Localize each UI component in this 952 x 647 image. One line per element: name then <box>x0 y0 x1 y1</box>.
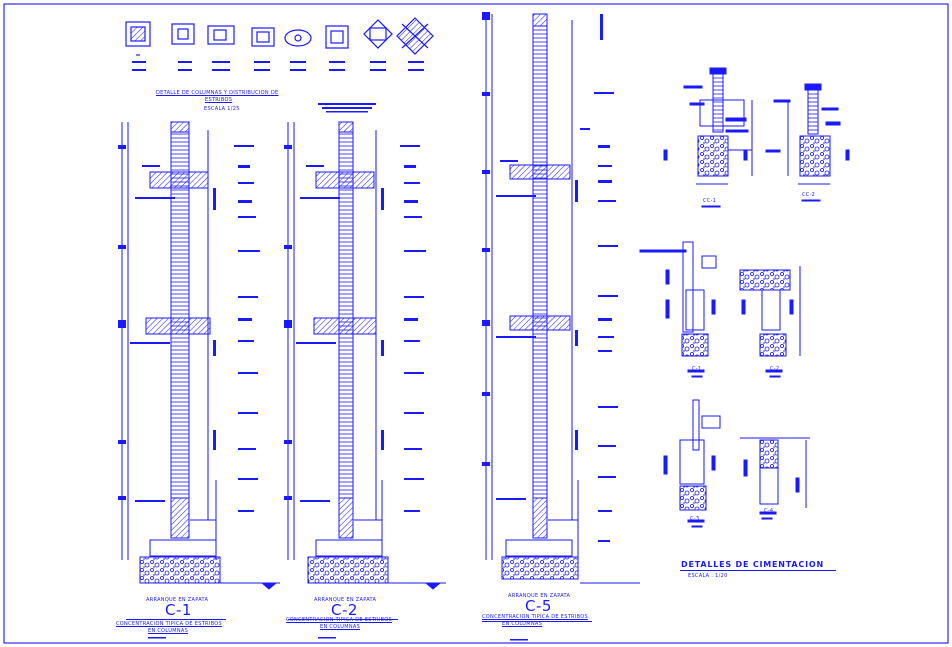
stirrup-icon <box>363 19 393 71</box>
sheet-title: DETALLES DE CIMENTACION <box>681 560 824 569</box>
stirrup-details <box>125 17 434 71</box>
title-underline <box>680 570 836 571</box>
section-lower-c4 <box>740 437 810 520</box>
section-label-c2: C-2 <box>770 366 780 372</box>
column-c5-note-1: CONCENTRACION TIPICA DE ESTRIBOS <box>482 614 588 620</box>
stirrup-title-line2: ESTRIBOS <box>205 97 233 103</box>
section-mid-c1 <box>639 241 717 378</box>
column-c2-ticks <box>284 145 426 639</box>
stirrup-scale: ESCALA 1/25 <box>204 106 240 112</box>
stirrup-icon <box>251 27 275 71</box>
section-label-c1: C-1 <box>692 366 702 372</box>
sheet-title-scale: ESCALA : 1/20 <box>688 573 728 579</box>
section-label-cc2: CC-2 <box>802 192 816 198</box>
column-c2 <box>287 121 446 590</box>
column-c5-tag: C-5 <box>525 597 552 615</box>
section-label-c3: C-3 <box>690 516 700 522</box>
column-c2-note-2: EN COLUMNAS <box>320 624 361 630</box>
column-c5 <box>485 13 640 584</box>
stirrup-title-line1: DETALLE DE COLUMNAS Y DISTRIBUCION DE <box>156 90 279 96</box>
column-c5-ticks <box>482 12 618 641</box>
section-mid-c2 <box>739 266 801 378</box>
section-label-c4: C-4 <box>764 508 774 514</box>
stirrup-icon <box>171 23 195 71</box>
section-cc2 <box>765 83 850 202</box>
column-c1 <box>121 121 280 590</box>
section-cc1 <box>663 67 753 208</box>
column-c2-tag: C-2 <box>331 601 358 619</box>
stirrup-icon <box>325 25 349 71</box>
section-label-cc1: CC-1 <box>703 198 717 204</box>
stirrup-icon <box>125 21 151 71</box>
column-c1-note-2: EN COLUMNAS <box>148 628 189 634</box>
stirrup-icon <box>284 29 312 71</box>
column-c1-note-1: CONCENTRACION TIPICA DE ESTRIBOS <box>116 621 222 627</box>
column-c2-note-1: CONCENTRACION TIPICA DE ESTRIBOS <box>286 617 392 623</box>
column-c1-note-top: ARRANQUE EN ZAPATA <box>146 597 209 603</box>
column-c5-note-top: ARRANQUE EN ZAPATA <box>508 593 571 599</box>
title-block-bars <box>318 103 376 113</box>
column-c1-ticks <box>118 145 260 639</box>
stirrup-icon <box>396 17 434 71</box>
column-c1-tag: C-1 <box>165 601 192 619</box>
sheet-border <box>3 3 949 644</box>
section-lower-c3 <box>663 399 721 528</box>
stirrup-icon <box>207 25 235 71</box>
column-c2-note-top: ARRANQUE EN ZAPATA <box>314 597 377 603</box>
column-c5-note-2: EN COLUMNAS <box>502 621 543 627</box>
